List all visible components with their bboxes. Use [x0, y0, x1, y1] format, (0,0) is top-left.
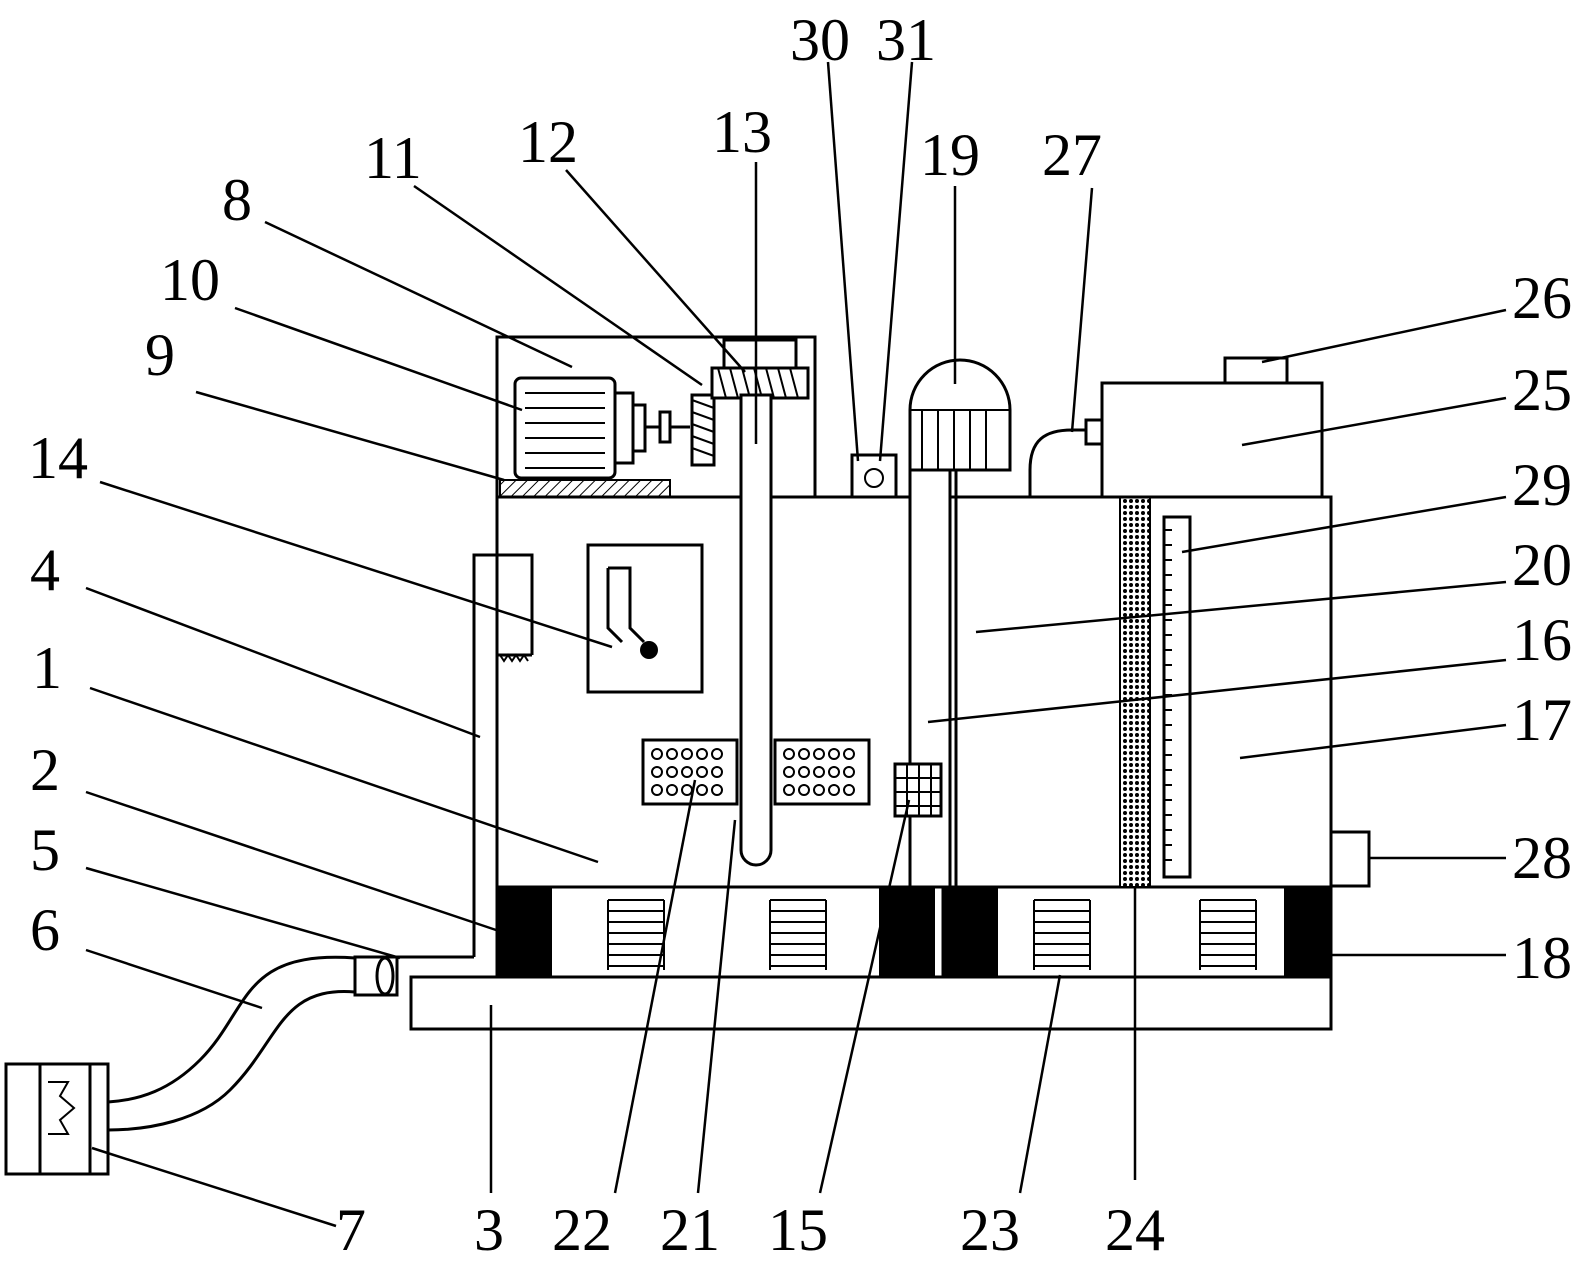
callout-25: 25 [1512, 357, 1572, 423]
feed-pipe [472, 553, 534, 957]
callout-10: 10 [160, 247, 220, 313]
callout-30: 30 [790, 7, 850, 73]
callout-20: 20 [1512, 532, 1572, 598]
callout-26: 26 [1512, 265, 1572, 331]
callout-labels: 1 2 3 4 5 6 7 8 9 10 11 12 13 14 15 16 1… [28, 7, 1572, 1263]
dosing-box [1100, 381, 1324, 499]
callout-7: 7 [336, 1197, 366, 1263]
callout-11: 11 [364, 125, 422, 191]
motor [513, 376, 690, 480]
callout-16: 16 [1512, 607, 1572, 673]
callout-31: 31 [876, 7, 936, 73]
support-row [495, 885, 1333, 979]
small-filter [893, 762, 943, 818]
hose [107, 955, 474, 1132]
inspection-window [586, 543, 704, 694]
spring [607, 899, 665, 970]
spring [1199, 899, 1257, 970]
callout-3: 3 [474, 1197, 504, 1263]
filter-screen [641, 738, 871, 806]
callout-18: 18 [1512, 925, 1572, 991]
callout-6: 6 [30, 897, 60, 963]
callout-2: 2 [30, 737, 60, 803]
callout-17: 17 [1512, 687, 1572, 753]
callout-1: 1 [32, 635, 62, 701]
damper-block [1284, 886, 1332, 978]
box-cap [1223, 356, 1289, 385]
outlet [1329, 830, 1371, 888]
conduit [1028, 428, 1090, 497]
callout-4: 4 [30, 537, 60, 603]
level-sensor [850, 453, 898, 499]
damper-block [942, 886, 998, 978]
callout-28: 28 [1512, 825, 1572, 891]
spring [769, 899, 827, 970]
spring [1033, 899, 1091, 970]
damper-block [879, 886, 935, 978]
callout-22: 22 [552, 1197, 612, 1263]
stirring-shaft [739, 393, 773, 867]
callout-14: 14 [28, 425, 88, 491]
callout-19: 19 [920, 122, 980, 188]
leader-lines [85, 61, 1507, 1228]
callout-21: 21 [660, 1197, 720, 1263]
callout-9: 9 [145, 322, 175, 388]
motor-mount [499, 479, 671, 498]
callout-27: 27 [1042, 122, 1102, 188]
callout-8: 8 [222, 167, 252, 233]
base-plate [409, 975, 1333, 1031]
callout-12: 12 [518, 109, 578, 175]
callout-23: 23 [960, 1197, 1020, 1263]
callout-24: 24 [1105, 1197, 1165, 1263]
callout-15: 15 [768, 1197, 828, 1263]
mesh-divider [1119, 496, 1151, 888]
damper-block [496, 886, 552, 978]
callout-29: 29 [1512, 452, 1572, 518]
callout-13: 13 [712, 99, 772, 165]
nozzle [4, 1062, 110, 1176]
callout-5: 5 [30, 817, 60, 883]
